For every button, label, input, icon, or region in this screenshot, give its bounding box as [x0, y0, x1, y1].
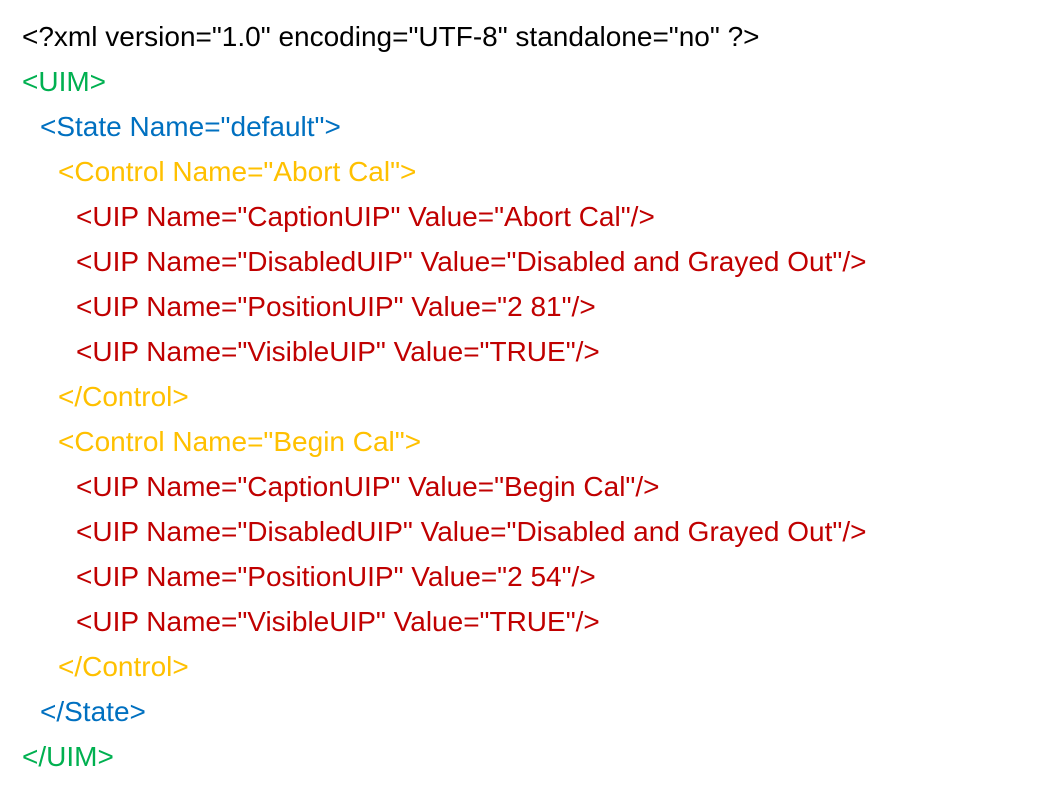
uip-line: <UIP Name="PositionUIP" Value="2 54"/> — [76, 561, 596, 592]
uip-line: <UIP Name="PositionUIP" Value="2 81"/> — [76, 291, 596, 322]
uip-line: <UIP Name="VisibleUIP" Value="TRUE"/> — [76, 336, 600, 367]
control-begin-cal-open-tag: <Control Name="Begin Cal"> — [58, 426, 422, 457]
uip-line: <UIP Name="CaptionUIP" Value="Begin Cal"… — [76, 471, 660, 502]
uim-close-tag: </UIM> — [22, 741, 114, 772]
state-close-tag: </State> — [40, 696, 146, 727]
uip-line: <UIP Name="CaptionUIP" Value="Abort Cal"… — [76, 201, 655, 232]
control-close-tag: </Control> — [58, 651, 189, 682]
state-open-tag: <State Name="default"> — [40, 111, 341, 142]
uim-open-tag: <UIM> — [22, 66, 107, 97]
control-close-tag: </Control> — [58, 381, 189, 412]
xml-declaration: <?xml version="1.0" encoding="UTF-8" sta… — [22, 21, 760, 52]
uip-line: <UIP Name="DisabledUIP" Value="Disabled … — [76, 516, 867, 547]
uip-line: <UIP Name="DisabledUIP" Value="Disabled … — [76, 246, 867, 277]
xml-document: <?xml version="1.0" encoding="UTF-8" sta… — [22, 14, 866, 779]
control-abort-cal-open-tag: <Control Name="Abort Cal"> — [58, 156, 417, 187]
uip-line: <UIP Name="VisibleUIP" Value="TRUE"/> — [76, 606, 600, 637]
